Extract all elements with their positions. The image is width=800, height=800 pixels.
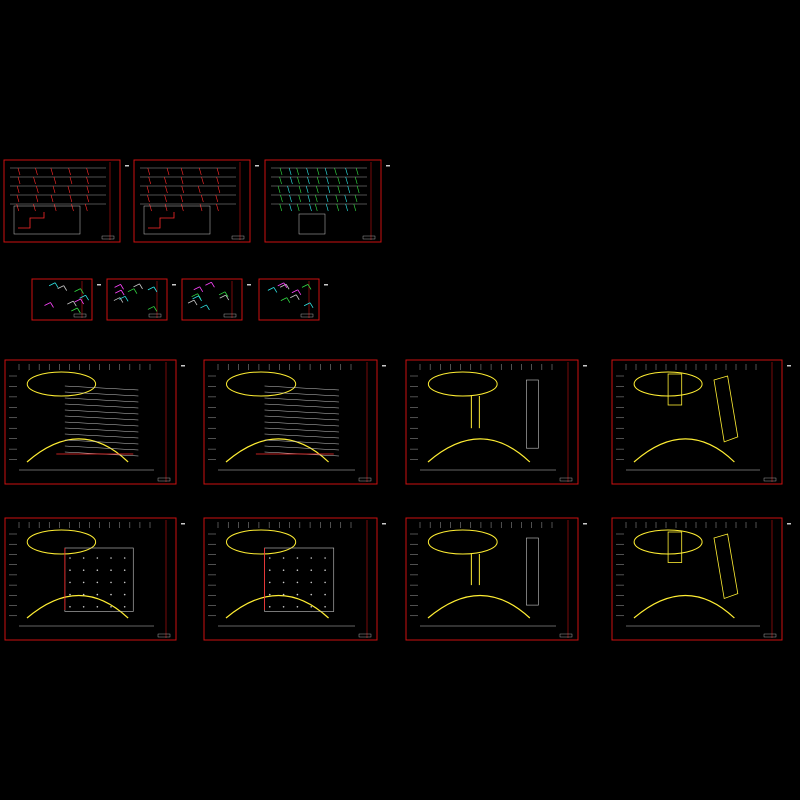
sheet-floor-plan-seating[interactable] (203, 359, 386, 485)
sheet-system-diagram[interactable] (133, 159, 259, 243)
sheet-floor-plan-ground[interactable] (203, 517, 386, 641)
sheet-floor-plan-ground[interactable] (4, 517, 185, 641)
sheet-roof-plan[interactable] (611, 517, 791, 641)
pipe-run (148, 212, 175, 229)
sheet-riser-diagram[interactable] (264, 159, 390, 243)
sheet-detail[interactable] (31, 278, 101, 321)
drawing-sheets (3, 159, 791, 641)
pipe-run (18, 212, 45, 229)
sheet-detail[interactable] (181, 278, 251, 321)
sheet-floor-plan-seating[interactable] (4, 359, 185, 485)
sheet-floor-plan-upper[interactable] (405, 359, 587, 485)
sheet-floor-plan-upper[interactable] (405, 517, 587, 641)
sheet-detail[interactable] (106, 278, 176, 321)
sheet-detail[interactable] (258, 278, 328, 321)
sheet-system-diagram[interactable] (3, 159, 129, 243)
sheet-roof-plan[interactable] (611, 359, 791, 485)
